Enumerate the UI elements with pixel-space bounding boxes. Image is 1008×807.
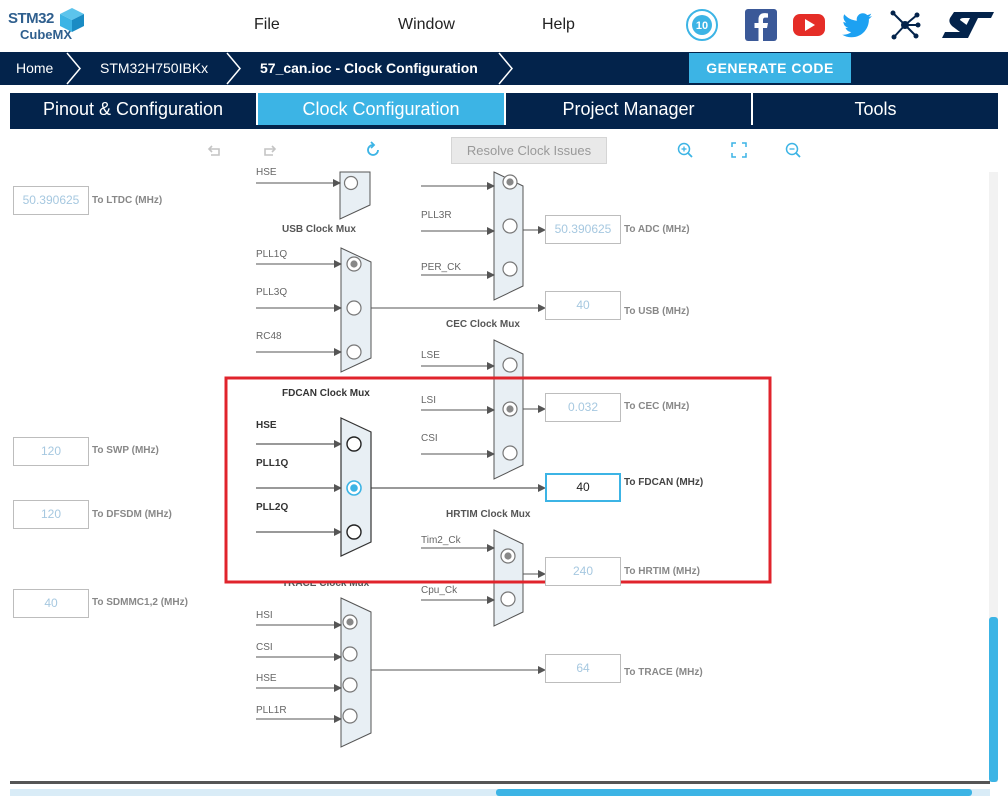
cec-mux-input-label: LSI [421,395,437,406]
trace-mux-input-label: HSI [256,610,273,621]
usb-mux-input-label: PLL3Q [256,287,288,298]
usb-mux-pll3q-radio[interactable] [346,300,362,316]
trace-mux-csi-radio[interactable] [342,646,358,662]
vertical-scrollbar-thumb[interactable] [989,617,998,782]
fdcan-mux-input-label: PLL1Q [256,458,289,469]
ltdc-clock-field[interactable]: 50.390625 [13,186,89,215]
adc-mux-pll3r-radio[interactable] [502,218,518,234]
swp-output-label: To SWP (MHz) [92,445,159,456]
usb-mux-input-label: RC48 [256,331,282,342]
breadcrumb: Home STM32H750IBKx 57_can.ioc - Clock Co… [0,52,1008,85]
horizontal-scrollbar-thumb[interactable] [496,789,972,796]
logo-line-2: CubeMX [20,27,72,42]
cec-mux-title: CEC Clock Mux [446,319,520,330]
hrtim-mux-title: HRTIM Clock Mux [446,509,531,520]
vertical-scrollbar-track[interactable] [989,172,998,782]
hrtim-clock-mux [493,529,524,627]
generate-code-button[interactable]: GENERATE CODE [689,53,851,83]
st-logo-icon[interactable] [940,8,996,42]
zoom-in-icon[interactable] [675,140,695,160]
facebook-icon[interactable] [744,8,778,42]
menu-window[interactable]: Window [398,16,455,33]
fdcan-mux-input-label: PLL2Q [256,502,289,513]
ltdc-output-label: To LTDC (MHz) [92,195,163,206]
tab-tools[interactable]: Tools [753,93,998,125]
cec-mux-lse-radio[interactable] [502,357,518,373]
breadcrumb-mcu[interactable]: STM32H750IBKx [100,60,209,76]
cec-mux-csi-radio[interactable] [502,445,518,461]
fdcan-output-label: To FDCAN (MHz) [624,477,704,488]
hrtim-mux-input-label: Tim2_Ck [421,535,461,546]
trace-mux-hse-radio[interactable] [342,677,358,693]
cec-mux-input-label: LSE [421,350,440,361]
top-mux-input-hse: HSE [256,167,277,178]
fdcan-mux-title: FDCAN Clock Mux [282,388,370,399]
top-bar: STM32 CubeMX File Window Help 10 [0,0,1008,52]
fdcan-mux-hse-radio[interactable] [346,436,362,452]
fit-screen-icon[interactable] [729,140,749,160]
zoom-out-icon[interactable] [783,140,803,160]
sdmmc-clock-field[interactable]: 40 [13,589,89,618]
redo-icon[interactable] [259,140,279,160]
fdcan-clock-field[interactable]: 40 [545,473,621,502]
hrtim-clock-field[interactable]: 240 [545,557,621,586]
cec-clock-field[interactable]: 0.032 [545,393,621,422]
trace-mux-title: TRACE Clock Mux [282,578,370,589]
breadcrumb-chevron-icon [226,52,241,85]
fdcan-mux-input-label: HSE [256,420,277,431]
stm32cubemx-logo: STM32 CubeMX [6,4,86,48]
network-icon[interactable] [888,8,922,42]
tab-underline [10,125,998,129]
usb-clock-field[interactable]: 40 [545,291,621,320]
usb-mux-title: USB Clock Mux [282,224,356,235]
fdcan-highlight-box [224,376,772,584]
cube-logo-icon [60,8,84,32]
adc-clock-field[interactable]: 50.390625 [545,215,621,244]
trace-mux-pll1r-radio[interactable] [342,708,358,724]
fdcan-mux-pll2q-radio[interactable] [346,524,362,540]
trace-output-label: To TRACE (MHz) [624,667,703,678]
adc-mux-input-label: PLL3R [421,210,452,221]
dfsdm-clock-field[interactable]: 120 [13,500,89,529]
usb-mux-input-label: PLL1Q [256,249,288,260]
hrtim-output-label: To HRTIM (MHz) [624,566,700,577]
adc-mux-per-ck-radio[interactable] [502,261,518,277]
twitter-icon[interactable] [840,8,874,42]
menu-file[interactable]: File [254,16,280,33]
main-tabs: Pinout & Configuration Clock Configurati… [10,93,998,129]
youtube-icon[interactable] [792,8,826,42]
usb-output-label: To USB (MHz) [624,306,690,317]
tab-clock-configuration[interactable]: Clock Configuration [258,93,504,125]
adc-output-label: To ADC (MHz) [624,224,690,235]
trace-mux-input-label: CSI [256,642,273,653]
trace-clock-field[interactable]: 64 [545,654,621,683]
adc-mux-input-label: PER_CK [421,262,462,273]
resolve-clock-issues-button[interactable]: Resolve Clock Issues [451,137,607,164]
sdmmc-output-label: To SDMMC1,2 (MHz) [92,597,188,608]
undo-icon[interactable] [205,140,225,160]
breadcrumb-chevron-icon [66,52,81,85]
cec-output-label: To CEC (MHz) [624,401,690,412]
breadcrumb-home[interactable]: Home [16,60,54,76]
cec-mux-input-label: CSI [421,433,438,444]
svg-text:10: 10 [696,20,708,32]
anniversary-10-icon[interactable]: 10 [685,8,719,42]
tab-pinout-configuration[interactable]: Pinout & Configuration [10,93,256,125]
swp-clock-field[interactable]: 120 [13,437,89,466]
logo-line-1: STM32 [8,10,54,27]
refresh-icon[interactable] [363,140,383,160]
menu-help[interactable]: Help [542,16,575,33]
adc-clock-mux [493,171,524,301]
breadcrumb-current-file[interactable]: 57_can.ioc - Clock Configuration [260,60,478,76]
trace-mux-input-label: HSE [256,673,277,684]
breadcrumb-chevron-icon [498,52,513,85]
usb-mux-rc48-radio[interactable] [346,344,362,360]
hrtim-mux-cpu-ck-radio[interactable] [500,591,516,607]
trace-mux-input-label: PLL1R [256,705,287,716]
tab-project-manager[interactable]: Project Manager [506,93,751,125]
hrtim-mux-input-label: Cpu_Ck [421,585,458,596]
dfsdm-output-label: To DFSDM (MHz) [92,509,172,520]
diagram-bottom-border [10,781,990,784]
